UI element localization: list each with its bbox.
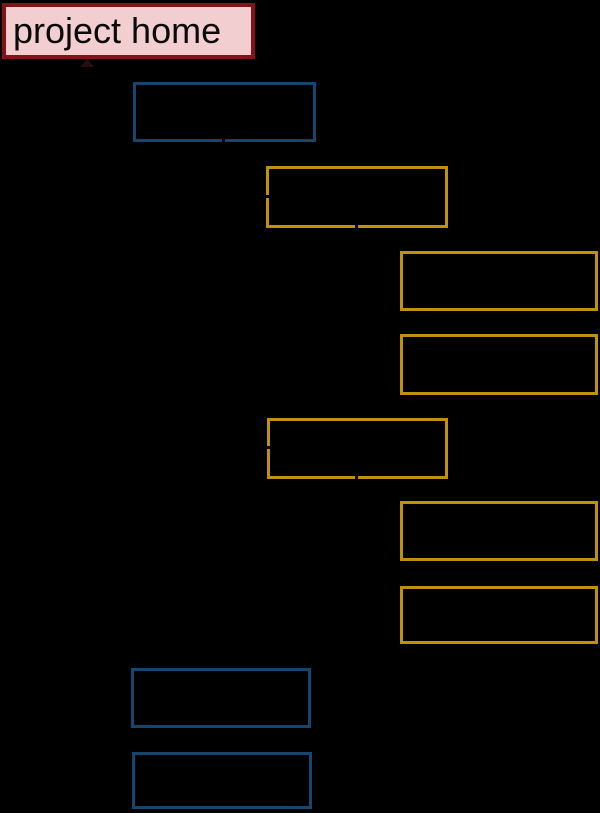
tree-node-o2 (400, 251, 598, 311)
arrowhead-into-root (80, 59, 94, 67)
connector-b1-trunk (222, 139, 225, 449)
connector-b1-to-o4 (222, 446, 270, 449)
connector-o4-to-o5 (355, 529, 398, 532)
connector-o1-to-o2 (355, 279, 398, 282)
tree-node-b2 (131, 668, 311, 728)
connector-root-trunk (86, 59, 89, 782)
connector-root-to-b3 (86, 779, 132, 782)
connector-o4-trunk (355, 476, 358, 615)
tree-node-b3 (132, 752, 312, 809)
root-node: project home (2, 3, 255, 59)
tree-node-o3 (400, 334, 598, 395)
root-node-label: project home (13, 10, 222, 51)
connector-root-to-b2 (86, 696, 131, 699)
connector-o1-to-o3 (355, 362, 398, 365)
connector-o4-to-o6 (355, 612, 398, 615)
tree-node-b1 (133, 82, 316, 142)
tree-node-o4 (267, 418, 448, 479)
connector-root-to-b1 (86, 109, 133, 112)
connector-b1-to-o1 (222, 195, 270, 198)
connector-o1-trunk (355, 225, 358, 365)
tree-node-o1 (266, 166, 448, 228)
tree-node-o5 (400, 501, 598, 561)
tree-node-o6 (400, 586, 598, 644)
